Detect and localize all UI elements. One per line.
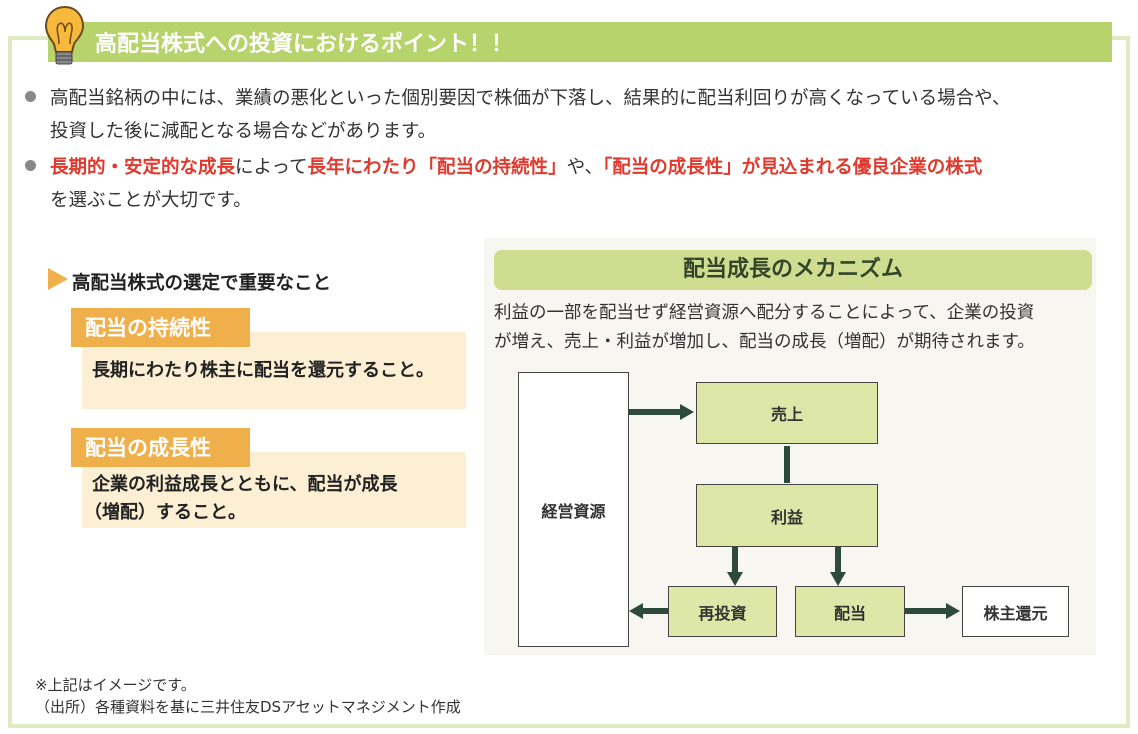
bullet-2-line-1: 長期的・安定的な成長によって長年にわたり「配当の持続性」や、「配当の成長性」が見… — [50, 153, 982, 179]
highlight: 「配当の成長性」が見込まれる優良企業の株式 — [603, 157, 983, 178]
box-profit: 利益 — [696, 484, 878, 547]
growth-label: 配当の成長性 — [71, 428, 250, 467]
sustainability-text: 長期にわたり株主に配当を還元すること。 — [92, 360, 434, 381]
section-heading: 高配当株式の選定で重要なこと — [72, 273, 332, 294]
source-note: （出所）各種資料を基に三井住友DSアセットマネジメント作成 — [35, 698, 461, 716]
highlight: 長年にわたり「配当の持続性」 — [307, 157, 567, 178]
bullet-1-line-1: 高配当銘柄の中には、業績の悪化といった個別要因で株価が下落し、結果的に配当利回り… — [50, 88, 1011, 109]
page-title: 高配当株式への投資におけるポイント！！ — [95, 32, 514, 57]
bullet-icon — [25, 160, 36, 171]
growth-text-1: 企業の利益成長とともに、配当が成長 — [92, 474, 398, 495]
bullet-2-line-2: を選ぶことが大切です。 — [50, 190, 252, 211]
footnote: ※上記はイメージです。 — [35, 676, 196, 694]
mechanism-title: 配当成長のメカニズム — [494, 250, 1092, 290]
growth-text-2: （増配）すること。 — [84, 502, 246, 523]
mechanism-desc-1: 利益の一部を配当せず経営資源へ配分することによって、企業の投資 — [494, 303, 1035, 323]
triangle-marker-icon — [48, 268, 68, 290]
box-dividend: 配当 — [795, 586, 905, 637]
bullet-1-line-2: 投資した後に減配となる場合などがあります。 — [50, 121, 437, 142]
highlight: 長期的・安定的な成長 — [50, 157, 236, 178]
box-resources: 経営資源 — [518, 372, 629, 647]
bullet-icon — [25, 91, 36, 102]
mechanism-desc-2: が増え、売上・利益が増加し、配当の成長（増配）が期待されます。 — [494, 332, 1035, 352]
box-reinvest: 再投資 — [668, 586, 777, 637]
text: や、 — [566, 157, 604, 178]
box-sales: 売上 — [696, 382, 878, 444]
lightbulb-icon — [44, 5, 85, 65]
text: によって — [235, 157, 308, 178]
title-bar — [48, 22, 1112, 62]
box-shareholder-return: 株主還元 — [962, 586, 1069, 637]
sustainability-label: 配当の持続性 — [71, 308, 250, 347]
